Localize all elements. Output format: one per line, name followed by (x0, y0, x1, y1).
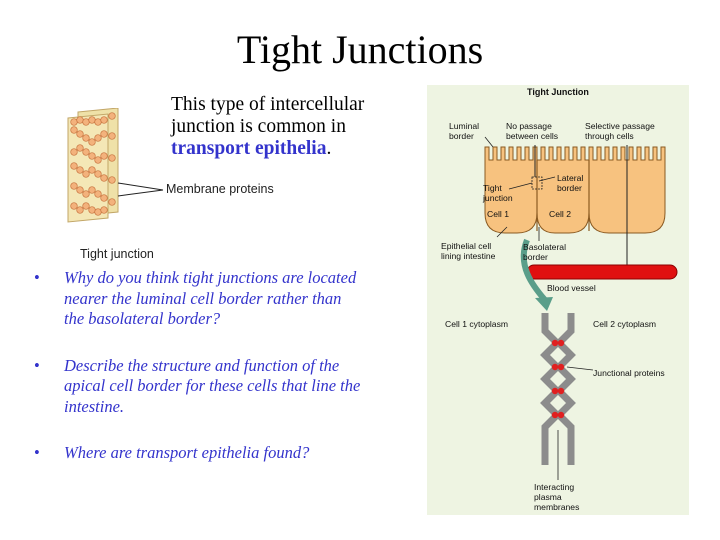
membrane-drawing (67, 107, 164, 223)
question-list: • Why do you think tight junctions are l… (32, 268, 362, 490)
question-item: • Why do you think tight junctions are l… (32, 268, 362, 330)
cell1-cytoplasm-label: Cell 1 cytoplasm (445, 319, 509, 329)
cell2-cytoplasm-label: Cell 2 cytoplasm (593, 319, 657, 329)
tight-junction-diagram: Tight Junction Luminal border No passage… (427, 85, 689, 515)
bullet-glyph: • (34, 443, 40, 462)
membrane-proteins-label: Membrane proteins (166, 182, 274, 196)
basolateral-border-label: Basolateral border (523, 242, 566, 262)
cell1-membrane (540, 313, 562, 465)
epithelial-cells (484, 146, 666, 234)
blood-vessel-label: Blood vessel (547, 283, 596, 293)
epithelial-cell-label: Epithelial cell lining intestine (441, 241, 496, 261)
luminal-border-label: Luminal border (449, 121, 480, 141)
slide-title: Tight Junctions (236, 27, 484, 72)
tight-junction-caption: Tight junction (80, 247, 154, 261)
intro-keyword: transport epithelia (171, 138, 327, 159)
no-passage-label: No passage between cells (506, 121, 559, 141)
tight-junction-illustration: Membrane proteins Tight junction (60, 107, 300, 268)
selective-passage-label: Selective passage through cells (585, 121, 655, 141)
blood-vessel (526, 264, 678, 280)
question-item: • Where are transport epithelia found? (32, 443, 362, 464)
protein-strands (70, 112, 116, 216)
junctional-proteins (551, 339, 565, 419)
junctional-proteins-label: Junctional proteins (593, 368, 665, 378)
cell1-label: Cell 1 (487, 209, 509, 219)
lateral-border-label: Lateral border (557, 173, 584, 193)
pointer-line-top (117, 182, 164, 191)
zoom-arrow-head (535, 297, 553, 311)
question-text: Describe the structure and function of t… (64, 355, 361, 416)
cell2-membrane (554, 313, 576, 465)
pointer-line-bottom (117, 189, 164, 197)
diagram-heading: Tight Junction (527, 87, 589, 97)
junctional-leader (566, 366, 594, 371)
question-text: Why do you think tight junctions are loc… (64, 268, 357, 328)
intro-text: This type of intercellular junction is c… (171, 94, 365, 137)
bullet-glyph: • (34, 355, 40, 375)
cell2-label: Cell 2 (549, 209, 571, 219)
intro-end: . (326, 138, 332, 159)
bullet-glyph: • (34, 268, 40, 287)
intro-paragraph: This type of intercellular junction is c… (171, 94, 421, 160)
interacting-membranes-label: Interacting plasma membranes (534, 482, 580, 512)
question-item: • Describe the structure and function of… (32, 356, 362, 418)
question-text: Where are transport epithelia found? (64, 443, 310, 462)
diagram-drawing (484, 136, 678, 480)
zoom-arrow (520, 238, 548, 302)
junction-zoom (540, 313, 594, 480)
tight-junction-label: Tight junction (483, 183, 513, 203)
